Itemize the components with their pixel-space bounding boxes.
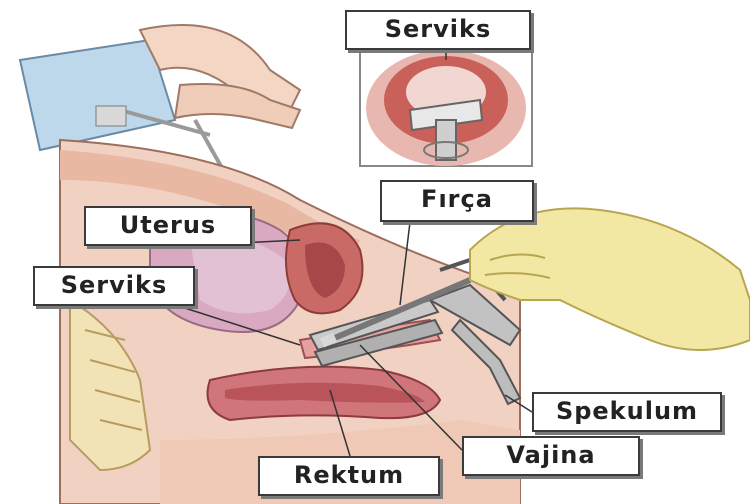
cervix-inset <box>360 48 532 166</box>
label-serviks-inset: Serviks <box>345 10 531 50</box>
label-serviks: Serviks <box>33 266 195 306</box>
label-rectum: Rektum <box>258 456 440 496</box>
label-vagina: Vajina <box>462 436 640 476</box>
label-uterus: Uterus <box>84 206 252 246</box>
label-brush: Fırça <box>380 180 534 222</box>
label-speculum: Spekulum <box>532 392 722 432</box>
